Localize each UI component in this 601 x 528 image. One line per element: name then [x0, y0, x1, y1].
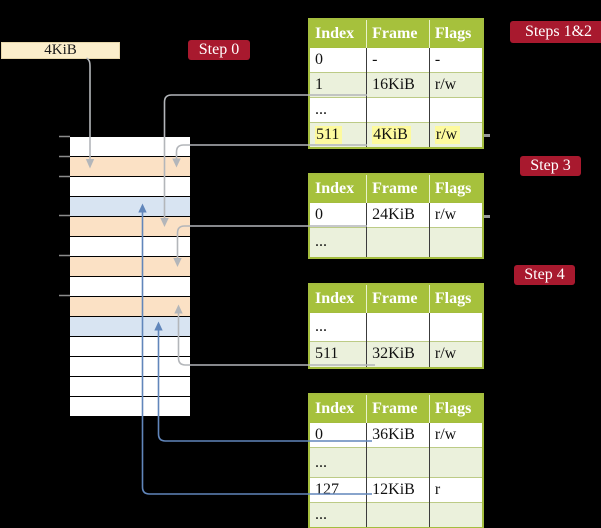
column-header-frame: Frame — [366, 19, 430, 48]
highlighted-value: 4KiB — [372, 125, 411, 144]
column-header-frame: Frame — [366, 284, 430, 313]
column-header-flags: Flags — [428, 174, 483, 203]
table-cell: 1 — [309, 72, 367, 98]
table-cell: 511 — [309, 341, 367, 368]
table-row: ... — [309, 502, 483, 528]
column-header-index: Index — [309, 284, 367, 313]
table-cell — [366, 227, 430, 258]
column-header-index: Index — [309, 19, 367, 48]
memory-frame-row-page-table — [70, 217, 190, 237]
memory-frame-row-mapped-page — [70, 197, 190, 217]
table-cell: r/w — [428, 422, 483, 448]
table-cell: r/w — [428, 72, 483, 98]
highlighted-value: r/w — [434, 125, 461, 144]
table-cell: r/w — [428, 122, 483, 148]
table-cell — [428, 227, 483, 258]
table-cell — [366, 97, 430, 123]
step-4-badge: Step 4 — [514, 265, 575, 285]
steps-1-2-badge: Steps 1&2 — [510, 21, 601, 43]
column-header-frame: Frame — [366, 394, 430, 423]
table-row: ... — [309, 227, 483, 258]
table-cell — [428, 447, 483, 478]
table-cell: r — [428, 477, 483, 503]
memory-frame-row-page-table — [70, 157, 190, 177]
table-row: ... — [309, 447, 483, 478]
memory-frame-row-free — [70, 277, 190, 297]
memory-frame-row-free — [70, 177, 190, 197]
table-cell: ... — [315, 318, 327, 335]
table-cell: 0 — [315, 206, 323, 223]
table-cell: ... — [309, 502, 367, 528]
table-cell — [428, 312, 483, 342]
table-cell — [428, 502, 483, 528]
memory-frame-row-page-table — [70, 257, 190, 277]
column-header-index: Index — [309, 174, 367, 203]
table-cell: 16KiB — [366, 72, 430, 98]
table-cell: r/w — [428, 341, 483, 368]
table-row: ... — [309, 312, 483, 342]
memory-frame-row-free — [70, 237, 190, 257]
table-cell — [366, 502, 430, 528]
table-cell: 32KiB — [366, 341, 430, 368]
table-cell: 127 — [315, 481, 339, 498]
memory-frame-row-free — [70, 357, 190, 377]
column-header-flags: Flags — [428, 394, 483, 423]
table-row: 0 -- — [309, 47, 483, 73]
table-cell: ... — [309, 447, 367, 478]
table-cell: 12KiB — [366, 477, 430, 503]
memory-frame-row-free — [70, 137, 190, 157]
table-row: ... — [309, 97, 483, 123]
memory-column — [70, 136, 190, 417]
clipped-arrow-stubs — [484, 134, 490, 218]
memory-frame-row-mapped-page — [70, 317, 190, 337]
table-cell: 0 — [315, 426, 323, 443]
step-3-badge: Step 3 — [520, 156, 581, 176]
table-cell: 4KiB — [366, 122, 430, 148]
table-cell: - — [428, 47, 483, 73]
table-cell: 36KiB — [366, 422, 430, 448]
column-header-flags: Flags — [428, 284, 483, 313]
memory-frame-row-page-table — [70, 297, 190, 317]
column-header-frame: Frame — [366, 174, 430, 203]
table-cell: ... — [309, 227, 367, 258]
table-cell: 511 — [309, 122, 367, 148]
table-row: 511 4KiB r/w — [309, 122, 483, 148]
column-header-flags: Flags — [428, 19, 483, 48]
table-cell — [366, 312, 430, 342]
column-header-index: Index — [309, 394, 367, 423]
table-cell: - — [366, 47, 430, 73]
table-cell: ... — [315, 101, 327, 118]
table-cell: 0 — [315, 51, 323, 68]
table-cell — [366, 447, 430, 478]
table-cell — [428, 97, 483, 123]
memory-scale-ticks — [59, 135, 70, 297]
memory-frame-row-free — [70, 397, 190, 417]
step-0-badge: Step 0 — [188, 40, 250, 60]
root-table-address-label: 4KiB — [1, 42, 120, 59]
memory-frame-row-free — [70, 337, 190, 357]
highlighted-value: 511 — [315, 125, 343, 144]
table-cell: 24KiB — [366, 202, 430, 228]
table-cell: r/w — [428, 202, 483, 228]
memory-frame-row-free — [70, 377, 190, 397]
